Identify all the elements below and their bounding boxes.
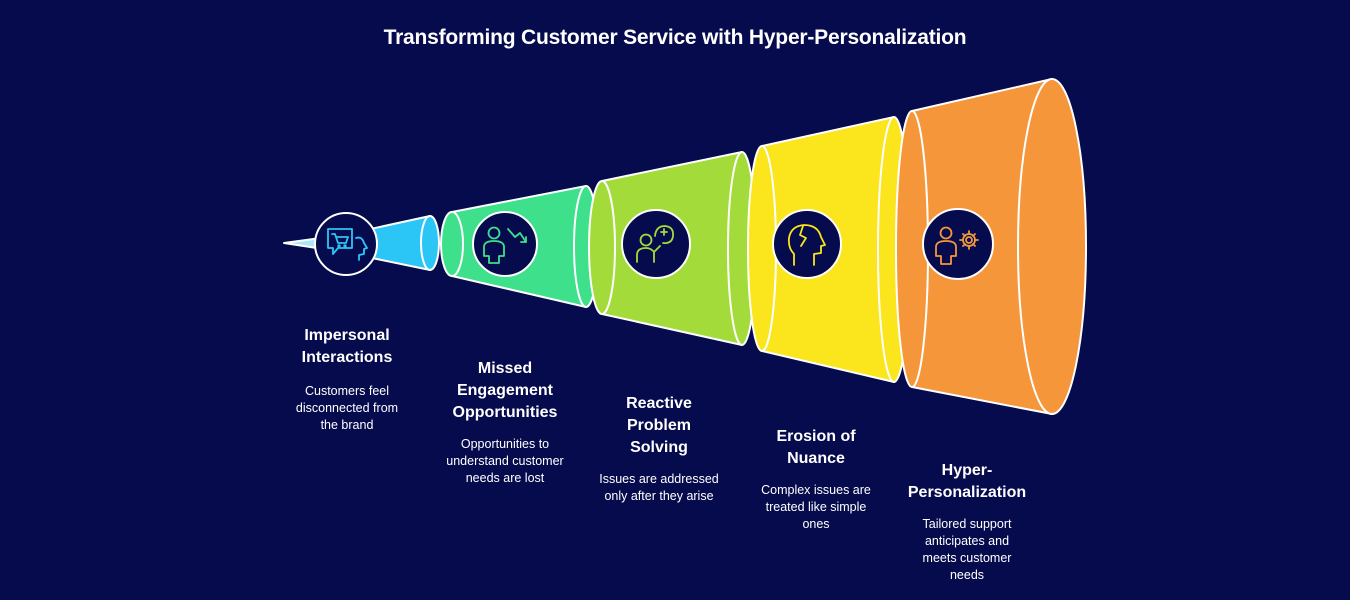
stage-label-reactive: Reactive Problem Solving Issues are addr… [584, 393, 734, 505]
stage-label-impersonal: Impersonal Interactions Customers feel d… [262, 325, 432, 434]
stage-label-erosion: Erosion of Nuance Complex issues are tre… [741, 426, 891, 533]
stage-label-hyper-personalization: Hyper-Personalization Tailored support a… [892, 460, 1042, 584]
person-gear-icon [922, 208, 994, 280]
person-missed-arrow-icon [472, 211, 538, 277]
stage-heading: Erosion of Nuance [776, 428, 856, 467]
funnel-segment-hyper-personalization [895, 78, 1087, 415]
stage-heading: Missed Engagement Opportunities [452, 360, 558, 421]
stage-description: Opportunities to understand customer nee… [446, 437, 564, 485]
person-thinking-problem-icon [621, 209, 691, 279]
stage-description: Complex issues are treated like simple o… [761, 483, 871, 531]
stage-description: Issues are addressed only after they ari… [599, 472, 719, 503]
diagram-title: Transforming Customer Service with Hyper… [383, 26, 967, 49]
stage-heading: Reactive Problem Solving [626, 395, 692, 456]
customer-shopping-chat-icon [314, 212, 378, 276]
stage-label-missed-engagement: Missed Engagement Opportunities Opportun… [425, 358, 585, 487]
stage-description: Tailored support anticipates and meets c… [922, 517, 1012, 582]
broken-head-icon [772, 209, 842, 279]
stage-heading: Hyper-Personalization [907, 462, 1027, 501]
stage-description: Customers feel disconnected from the bra… [295, 384, 399, 432]
stage-heading: Impersonal Interactions [301, 327, 393, 366]
